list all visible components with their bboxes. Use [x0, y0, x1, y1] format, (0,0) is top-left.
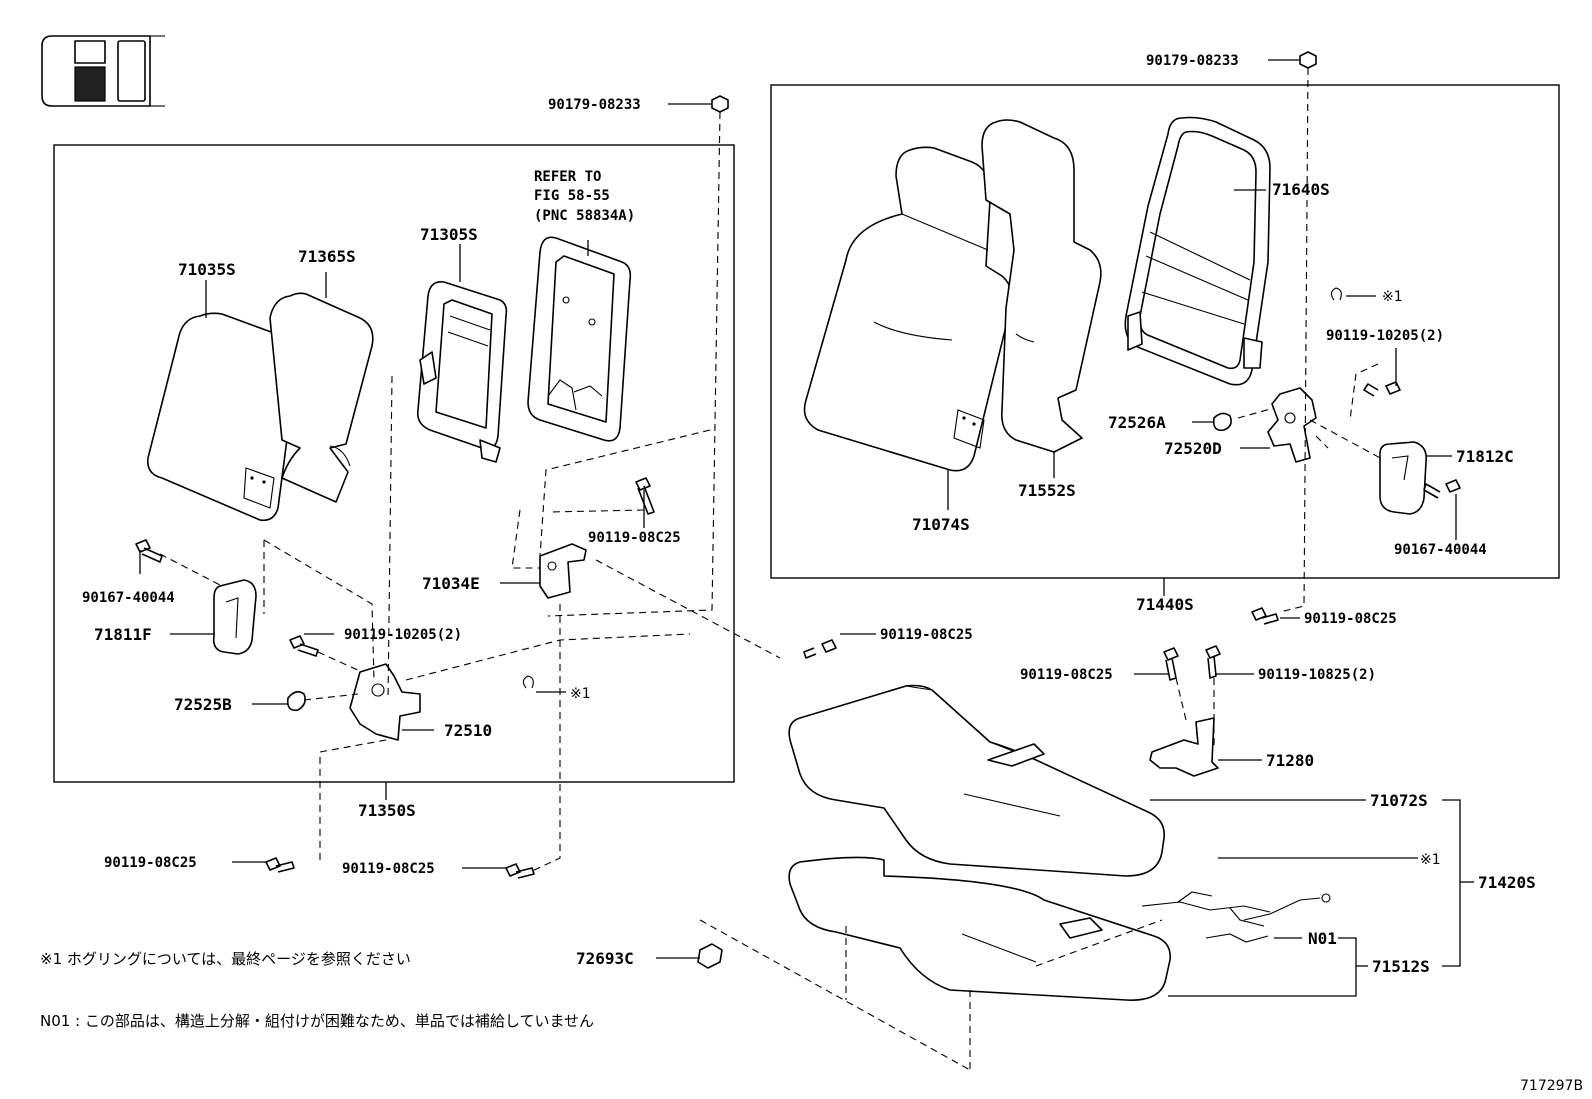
- label-71552s: 71552S: [1018, 481, 1076, 500]
- label-71440s: 71440S: [1136, 595, 1194, 614]
- label-hog-ring-right: ※1: [1382, 289, 1403, 305]
- label-hog-ring-left: ※1: [570, 686, 591, 702]
- label-90119-10205-left: 90119-10205(2): [344, 627, 462, 643]
- label-71512s: 71512S: [1372, 957, 1430, 976]
- bolt-icon: [697, 51, 1461, 969]
- label-90167-40044-left: 90167-40044: [82, 590, 175, 606]
- label-71034e: 71034E: [422, 574, 480, 593]
- label-71812c: 71812C: [1456, 447, 1514, 466]
- label-n01: N01: [1308, 929, 1337, 948]
- label-90179-08233-left: 90179-08233: [548, 97, 641, 113]
- label-90119-08c25-bl1: 90119-08C25: [104, 855, 197, 871]
- label-90119-10825: 90119-10825(2): [1258, 667, 1376, 683]
- label-90119-10205-right: 90119-10205(2): [1326, 328, 1444, 344]
- seatback-cover-71552s: [981, 119, 1102, 453]
- left-seatback-frame-box: [53, 144, 735, 783]
- hinge-71034e: [539, 543, 587, 599]
- note-hog-ring: ※1 ホグリングについては、最終ページを参照ください: [40, 950, 411, 968]
- hinge-cover-71812c: [1379, 441, 1428, 515]
- right-seatback-frame-box: [770, 84, 1560, 579]
- label-90119-08c25-r1: 90119-08C25: [1304, 611, 1397, 627]
- bolt-icon: [135, 95, 837, 879]
- label-72520d: 72520D: [1164, 439, 1222, 458]
- label-90179-08233-right: 90179-08233: [1146, 53, 1239, 69]
- seatback-frame-71640s: [1124, 116, 1271, 386]
- label-72526a: 72526A: [1108, 413, 1166, 432]
- label-90167-40044-right: 90167-40044: [1394, 542, 1487, 558]
- seatback-pad-71035s: [146, 312, 298, 522]
- knob-72525b: [286, 690, 306, 712]
- label-71305s: 71305S: [420, 225, 478, 244]
- label-71350s: 71350S: [358, 801, 416, 820]
- knob-72526a: [1212, 412, 1232, 432]
- seat-cushion-71072s: [788, 684, 1165, 877]
- label-71280: 71280: [1266, 751, 1314, 770]
- hog-ring-icon: [1330, 287, 1342, 301]
- seat-cushion-71512s: [788, 856, 1171, 1001]
- hog-ring-icon: [522, 675, 534, 689]
- wire-harness-n01: [1141, 891, 1331, 943]
- label-71811f: 71811F: [94, 625, 152, 644]
- label-71640s: 71640S: [1272, 180, 1330, 199]
- label-72693c: 72693C: [576, 949, 634, 968]
- seatback-cover-71365s: [269, 292, 374, 503]
- refer-note-line1: REFER TO: [534, 169, 601, 185]
- seatback-board-58834a: [527, 236, 632, 442]
- label-71420s: 71420S: [1478, 873, 1536, 892]
- label-90119-08c25-mid: 90119-08C25: [880, 627, 973, 643]
- seatback-assy-71074s: [803, 146, 1013, 472]
- refer-note-line3: (PNC 58834A): [534, 208, 635, 224]
- note-n01: N01 : この部品は、構造上分解・組付けが困難なため、単品では補給していません: [40, 1012, 594, 1030]
- label-72525b: 72525B: [174, 695, 232, 714]
- hinge-cover-71811f: [212, 579, 257, 655]
- label-71035s: 71035S: [178, 260, 236, 279]
- seat-location-icon: [41, 35, 165, 107]
- seatback-frame-71305s: [416, 280, 508, 463]
- hinge-72510: [349, 663, 421, 741]
- label-72510: 72510: [444, 721, 492, 740]
- refer-note-line2: FIG 58-55: [534, 188, 610, 204]
- label-71074s: 71074S: [912, 515, 970, 534]
- label-90119-08c25-bl2: 90119-08C25: [342, 861, 435, 877]
- hinge-72520d: [1267, 387, 1317, 463]
- label-90119-08c25-r2: 90119-08C25: [1020, 667, 1113, 683]
- label-71365s: 71365S: [298, 247, 356, 266]
- label-71072s: 71072S: [1370, 791, 1428, 810]
- label-hog-ring-cushion: ※1: [1420, 852, 1441, 868]
- bracket-71280: [1149, 717, 1219, 777]
- label-90119-08c25-a: 90119-08C25: [588, 530, 681, 546]
- figure-id: 717297B: [1520, 1078, 1583, 1094]
